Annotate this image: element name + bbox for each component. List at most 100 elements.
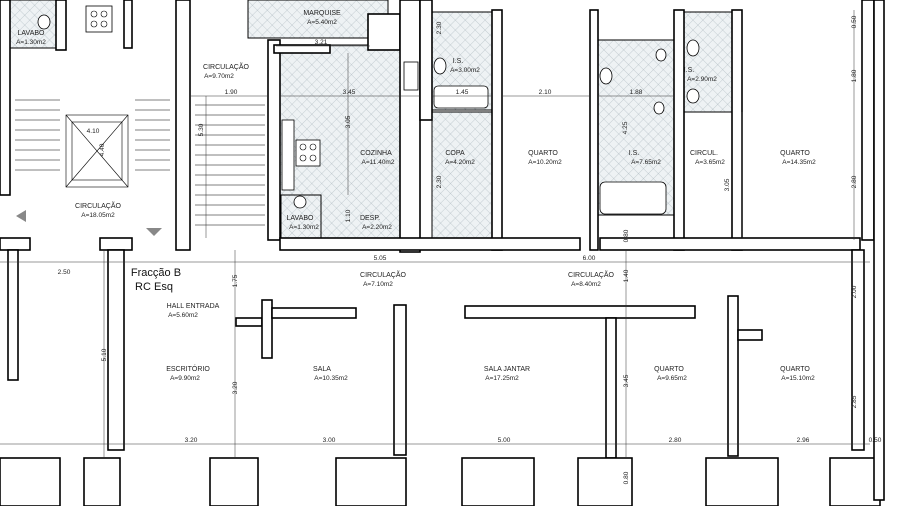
dim-280-right: 2.80 <box>851 175 858 188</box>
dim-345: 3.45 <box>343 89 356 96</box>
wall-segment <box>107 249 125 451</box>
wall-segment <box>673 9 685 251</box>
room-name-circulacao-970: CIRCULAÇÃO <box>203 62 249 71</box>
sink-icon <box>403 61 419 91</box>
room-name-sala-jantar: SALA JANTAR <box>484 366 530 373</box>
dim-345-quarto: 3.45 <box>623 374 630 387</box>
room-name-circulacao-840: CIRCULAÇÃO <box>568 270 614 279</box>
toilet-icon <box>686 39 700 57</box>
room-name-cozinha: COZINHA <box>360 150 392 157</box>
stair-core <box>15 99 265 236</box>
room-area-escritorio: A=9.90m2 <box>170 375 200 382</box>
room-name-is-765: I.S. <box>629 150 640 157</box>
room-name-lavabo-bottom: LAVABO <box>287 215 315 222</box>
wall-segment <box>399 0 421 253</box>
dim-500: 5.00 <box>498 437 511 444</box>
room-area-quarto-1435: A=14.35m2 <box>782 159 816 166</box>
wall-segment <box>851 249 865 451</box>
room-name-is-300: I.S. <box>453 58 464 65</box>
wall-segment <box>577 457 633 506</box>
room-name-circul: CIRCUL. <box>690 150 718 157</box>
dim-050-top: 0.50 <box>851 15 858 28</box>
room-area-quarto-1020: A=10.20m2 <box>528 159 562 166</box>
wall-segment <box>273 44 331 54</box>
bathtub-icon <box>599 181 667 215</box>
dim-080-bottom: 0.80 <box>623 471 630 484</box>
wall-segment <box>829 457 881 506</box>
dim-305-quarto: 3.05 <box>724 178 731 191</box>
room-name-hall: HALL ENTRADA <box>167 303 220 310</box>
dim-280-bottom: 2.80 <box>669 437 682 444</box>
wall-segment <box>99 237 133 251</box>
room-area-lavabo-bottom: A=1.30m2 <box>289 224 319 231</box>
room-name-copa: COPA <box>445 150 465 157</box>
wall-segment <box>209 457 259 506</box>
stove-icon <box>295 139 321 167</box>
dim-230b: 2.30 <box>436 175 443 188</box>
wall-segment <box>271 307 357 319</box>
room-area-hall: A=5.60m2 <box>168 312 198 319</box>
dim-180: 1.80 <box>851 69 858 82</box>
room-name-quarto-1435: QUARTO <box>780 150 810 157</box>
room-labels: LAVABO A=1.30m2 MARQUISE A=5.40m2 CIRCUL… <box>16 10 816 382</box>
room-area-sala: A=10.35m2 <box>314 375 348 382</box>
dim-296: 2.96 <box>797 437 810 444</box>
dim-530: 5.30 <box>198 123 205 136</box>
sink-icon <box>653 101 665 115</box>
wall-segment <box>491 9 503 251</box>
dim-050-right: 0.50 <box>869 437 882 444</box>
dim-305-cozinha: 3.05 <box>345 115 352 128</box>
wall-segment <box>705 457 779 506</box>
sink-icon <box>37 14 51 30</box>
dim-505: 5.05 <box>374 255 387 262</box>
wall-segment <box>335 457 407 506</box>
dim-600: 6.00 <box>583 255 596 262</box>
dim-200: 2.00 <box>851 285 858 298</box>
dim-080-mid: 0.80 <box>623 229 630 242</box>
toilet-icon <box>433 57 447 75</box>
room-name-marquise: MARQUISE <box>303 10 341 17</box>
wall-segment <box>873 0 885 501</box>
dim-110: 1.10 <box>345 209 352 222</box>
dim-440: 4.40 <box>99 143 106 156</box>
wall-segment <box>589 9 599 251</box>
room-area-is-300: A=3.00m2 <box>450 67 480 74</box>
room-area-marquise: A=5.40m2 <box>307 19 337 26</box>
dim-321: 3.21 <box>315 39 328 46</box>
dim-410: 4.10 <box>87 128 100 135</box>
wall-segment <box>605 317 617 459</box>
wall-segment <box>55 0 67 51</box>
wall-segment <box>261 299 273 359</box>
wall-segment <box>861 0 875 241</box>
wall-segment <box>0 457 61 506</box>
unit-title-line2: RC Esq <box>135 281 173 293</box>
wall-segment <box>737 329 763 341</box>
room-name-circulacao-710: CIRCULAÇÃO <box>360 270 406 279</box>
fixtures <box>37 5 700 215</box>
tile-copa <box>431 111 493 241</box>
wall-segment <box>175 0 191 251</box>
dim-175: 1.75 <box>232 274 239 287</box>
wall-segment <box>267 39 281 241</box>
sink-icon <box>655 48 667 62</box>
bathtub-icon <box>433 85 489 109</box>
toilet-icon <box>599 67 613 85</box>
toilet-icon <box>293 195 307 209</box>
tile-marquise <box>247 0 389 39</box>
wall-segment <box>393 304 407 456</box>
room-area-circulacao-1805: A=18.05m2 <box>81 212 115 219</box>
room-area-copa: A=4.20m2 <box>445 159 475 166</box>
wall-segment <box>461 457 535 506</box>
dim-210: 2.10 <box>539 89 552 96</box>
arrow-left-icon <box>16 210 26 222</box>
walls <box>0 0 885 506</box>
stove-icon <box>85 5 113 33</box>
wall-segment <box>0 0 11 196</box>
dim-145: 1.45 <box>456 89 469 96</box>
unit-title-line1: Fracção B <box>131 267 181 279</box>
room-name-desp: DESP. <box>360 215 380 222</box>
wall-segment <box>367 13 401 51</box>
room-area-circulacao-710: A=7.10m2 <box>363 281 393 288</box>
wall-segment <box>419 0 433 121</box>
